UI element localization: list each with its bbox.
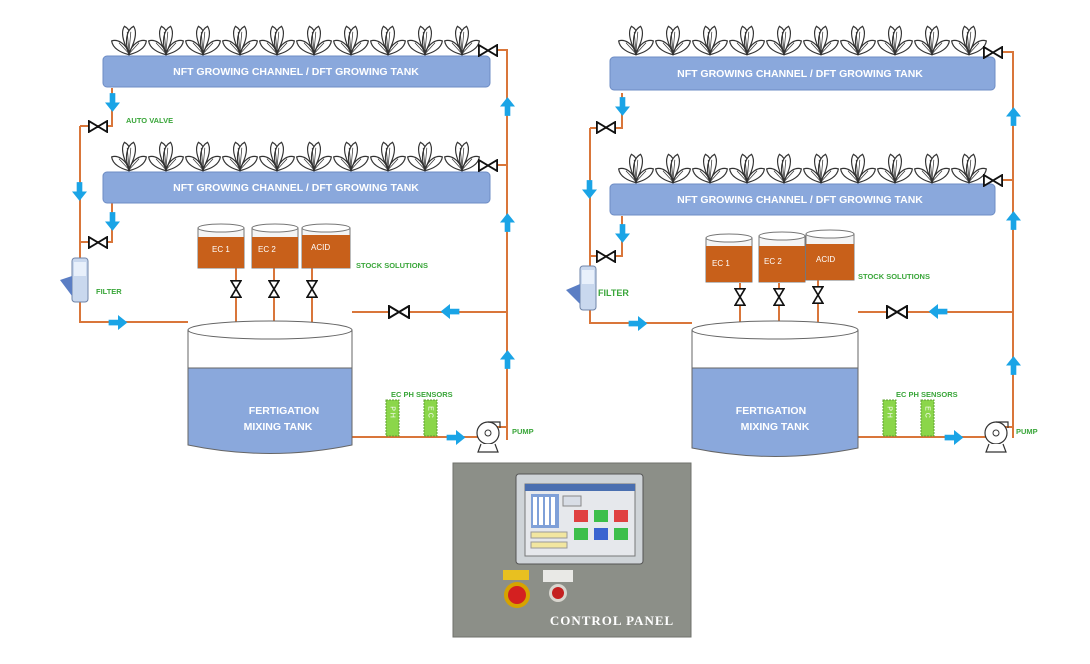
right-stock-label-ec2: EC 2	[764, 257, 782, 266]
right-ec-sensor-label: E C	[924, 406, 931, 418]
flow-arrow-down-icon	[615, 224, 630, 243]
left-pump-icon	[476, 421, 501, 453]
right-ph-sensor	[882, 399, 897, 437]
right-stock-valve-icon	[812, 286, 824, 304]
right-sensors-label: EC PH SENSORS	[896, 390, 958, 399]
right-lower-valve-icon	[596, 250, 616, 263]
left-stock-tank-ec1	[197, 223, 245, 269]
left-bottom-return-valve-icon	[478, 159, 498, 172]
right-tank-label-line1: FERTIGATION	[736, 405, 806, 417]
left-lower-valve-icon	[88, 236, 108, 249]
left-bottom-plants	[111, 141, 480, 172]
right-upper-valve-icon	[596, 121, 616, 134]
right-filter-icon	[566, 265, 597, 311]
right-pump-label: PUMP	[1016, 427, 1038, 436]
left-fertigation-system: NFT GROWING CHANNEL / DFT GROWING TANK N…	[60, 25, 534, 454]
flow-arrow-right-icon	[446, 430, 466, 445]
right-bottom-channel-label: NFT GROWING CHANNEL / DFT GROWING TANK	[677, 194, 923, 206]
left-stock-tank-acid	[301, 223, 351, 269]
left-top-plants	[111, 25, 480, 56]
right-filter-label: FILTER	[598, 288, 629, 298]
emergency-stop-button-icon[interactable]	[503, 570, 530, 608]
emergency-stop-reset-button-icon[interactable]	[543, 570, 573, 602]
flow-arrow-left-icon	[928, 304, 948, 319]
left-ph-sensor	[385, 399, 400, 437]
left-stock-label-acid: ACID	[311, 243, 330, 252]
right-ec-sensor	[920, 399, 935, 437]
left-stock-valve-icon	[268, 280, 280, 298]
touch-screen-hmi-icon	[515, 473, 644, 565]
flow-arrow-down-icon	[582, 180, 597, 199]
flow-arrow-up-icon	[500, 97, 515, 116]
right-stock-tank-ec2	[758, 231, 806, 283]
left-auto-valve-icon	[88, 120, 108, 133]
right-inlet-valve-icon	[886, 305, 908, 319]
right-stock-valve-icon	[773, 288, 785, 306]
right-stock-solutions-label: STOCK SOLUTIONS	[858, 272, 930, 281]
flow-arrow-right-icon	[108, 315, 128, 330]
left-ec-sensor	[423, 399, 438, 437]
flow-arrow-right-icon	[944, 430, 964, 445]
right-top-return-valve-icon	[983, 46, 1003, 59]
flow-arrow-down-icon	[105, 93, 120, 112]
flow-arrow-up-icon	[500, 350, 515, 369]
right-fertigation-system: NFT GROWING CHANNEL / DFT GROWING TANK N…	[566, 25, 1038, 457]
left-stock-solutions-label: STOCK SOLUTIONS	[356, 261, 428, 270]
right-bottom-plants	[618, 153, 987, 184]
flow-arrow-left-icon	[440, 304, 460, 319]
left-ec-sensor-label: E C	[427, 406, 434, 418]
flow-arrow-right-icon	[628, 316, 648, 331]
right-bottom-growing-channel	[609, 183, 996, 216]
left-fertigation-mixing-tank	[187, 320, 353, 454]
left-auto-valve-label: AUTO VALVE	[126, 116, 173, 125]
right-stock-tank-acid	[805, 229, 855, 281]
right-stock-valve-icon	[734, 288, 746, 306]
left-tank-label-line1: FERTIGATION	[249, 405, 319, 417]
flow-arrow-down-icon	[105, 212, 120, 231]
left-filter-icon	[60, 257, 89, 303]
right-stock-label-acid: ACID	[816, 255, 835, 264]
flow-arrow-up-icon	[1006, 211, 1021, 230]
left-bottom-growing-channel	[102, 171, 491, 204]
right-top-channel-label: NFT GROWING CHANNEL / DFT GROWING TANK	[677, 68, 923, 80]
left-bottom-channel-label: NFT GROWING CHANNEL / DFT GROWING TANK	[173, 182, 419, 194]
flow-arrow-up-icon	[500, 213, 515, 232]
left-ph-sensor-label: P H	[389, 406, 396, 418]
left-filter-label: FILTER	[96, 287, 122, 296]
right-fertigation-mixing-tank	[691, 320, 859, 457]
left-top-return-valve-icon	[478, 44, 498, 57]
right-tank-label-line2: MIXING TANK	[741, 421, 810, 433]
left-stock-tank-ec2	[251, 223, 299, 269]
flow-arrow-up-icon	[1006, 356, 1021, 375]
left-stock-label-ec1: EC 1	[212, 245, 230, 254]
left-tank-label-line2: MIXING TANK	[244, 421, 313, 433]
right-top-growing-channel	[609, 56, 996, 91]
flow-arrow-down-icon	[72, 182, 87, 201]
left-sensors-label: EC PH SENSORS	[391, 390, 453, 399]
left-stock-valve-icon	[306, 280, 318, 298]
left-top-growing-channel	[102, 55, 491, 88]
left-stock-label-ec2: EC 2	[258, 245, 276, 254]
control-panel: CONTROL PANEL	[452, 462, 692, 638]
flow-arrow-up-icon	[1006, 107, 1021, 126]
right-stock-tank-ec1	[705, 233, 753, 283]
left-inlet-valve-icon	[388, 305, 410, 319]
right-stock-label-ec1: EC 1	[712, 259, 730, 268]
right-pump-icon	[984, 421, 1009, 453]
right-ph-sensor-label: P H	[886, 406, 893, 418]
flow-arrow-down-icon	[615, 97, 630, 116]
left-top-channel-label: NFT GROWING CHANNEL / DFT GROWING TANK	[173, 66, 419, 78]
right-top-plants	[618, 25, 987, 56]
left-pump-label: PUMP	[512, 427, 534, 436]
left-stock-valve-icon	[230, 280, 242, 298]
control-panel-label: CONTROL PANEL	[550, 613, 674, 628]
